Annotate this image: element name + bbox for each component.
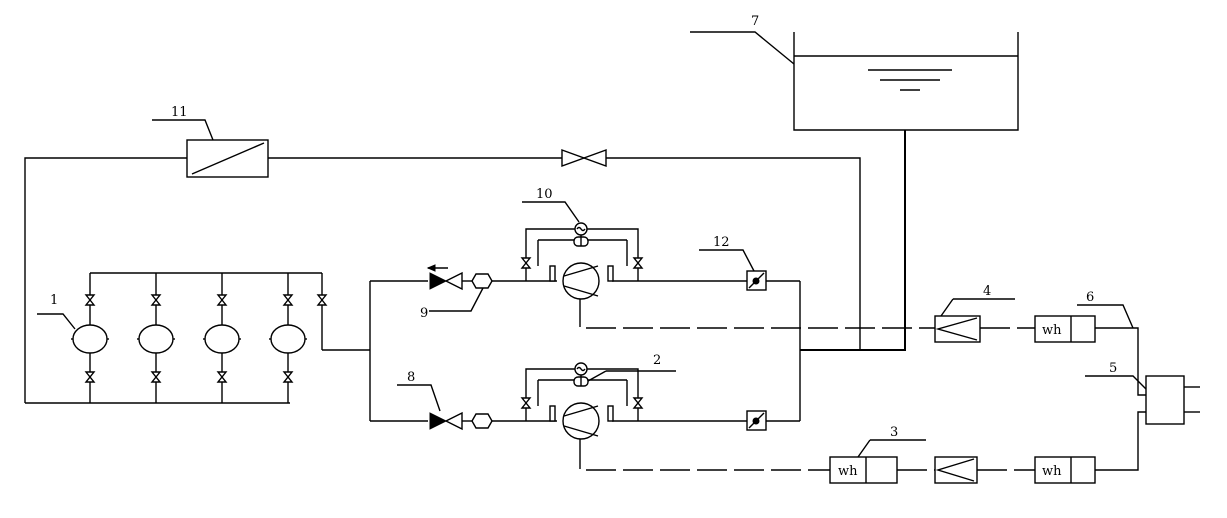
valve-bypass-top-right: [632, 257, 644, 269]
label-12: 12: [713, 235, 730, 250]
boiler-bank: [71, 273, 328, 403]
wh-meter-top-right: wh: [1034, 315, 1096, 343]
wh-meter-bottom-left: wh: [829, 456, 898, 484]
label-2: 2: [653, 353, 661, 368]
heat-exchanger: [186, 139, 269, 178]
controller-5: [1145, 375, 1200, 425]
valve-bypass-top-left: [520, 257, 532, 269]
boiler-unit: [203, 273, 241, 403]
label-8: 8: [407, 370, 415, 385]
valve-bypass-bottom-right: [632, 397, 644, 409]
label-4: 4: [983, 284, 991, 299]
valve-bypass-bottom-left: [520, 397, 532, 409]
boiler-unit: [269, 273, 307, 403]
check-valve-top: [426, 264, 472, 291]
wh-meter-text: wh: [1042, 464, 1062, 479]
flange-bottom-left: [549, 405, 556, 422]
check-valve-bottom: [429, 411, 472, 431]
pump-bottom: [562, 402, 600, 440]
label-1: 1: [50, 293, 58, 308]
label-11: 11: [171, 105, 188, 120]
label-6: 6: [1086, 290, 1094, 305]
flange-bottom-right: [607, 405, 614, 422]
gate-valve-top: [561, 149, 607, 167]
flange-top-left: [549, 265, 556, 282]
transmitter-top: [934, 315, 981, 343]
pump-top: [562, 262, 600, 300]
water-tank: [793, 32, 1019, 131]
wh-meter-text: wh: [838, 464, 858, 479]
label-5: 5: [1109, 361, 1117, 376]
boiler-unit: [71, 273, 109, 403]
component-labels: 1 2 3 4 5 6 7 8 9 10 11 12: [50, 14, 1117, 440]
strainer-top: [471, 273, 493, 289]
label-10: 10: [536, 187, 553, 202]
label-9: 9: [420, 306, 428, 321]
wh-meter-text: wh: [1042, 323, 1062, 338]
flow-meter-top: [573, 222, 589, 247]
sensor-box-bottom: [746, 410, 767, 431]
wh-meter-bottom-right: wh: [1034, 456, 1096, 484]
flow-meter-bottom: [573, 362, 589, 387]
transmitter-bottom: [934, 456, 978, 484]
boiler-unit: [137, 273, 175, 403]
leader-lines: [37, 31, 1147, 458]
signal-lines: [579, 297, 1146, 471]
flange-top-right: [607, 265, 614, 282]
label-3: 3: [890, 425, 898, 440]
label-7: 7: [751, 14, 759, 29]
strainer-bottom: [471, 413, 493, 429]
sensor-box-top: [746, 270, 767, 291]
